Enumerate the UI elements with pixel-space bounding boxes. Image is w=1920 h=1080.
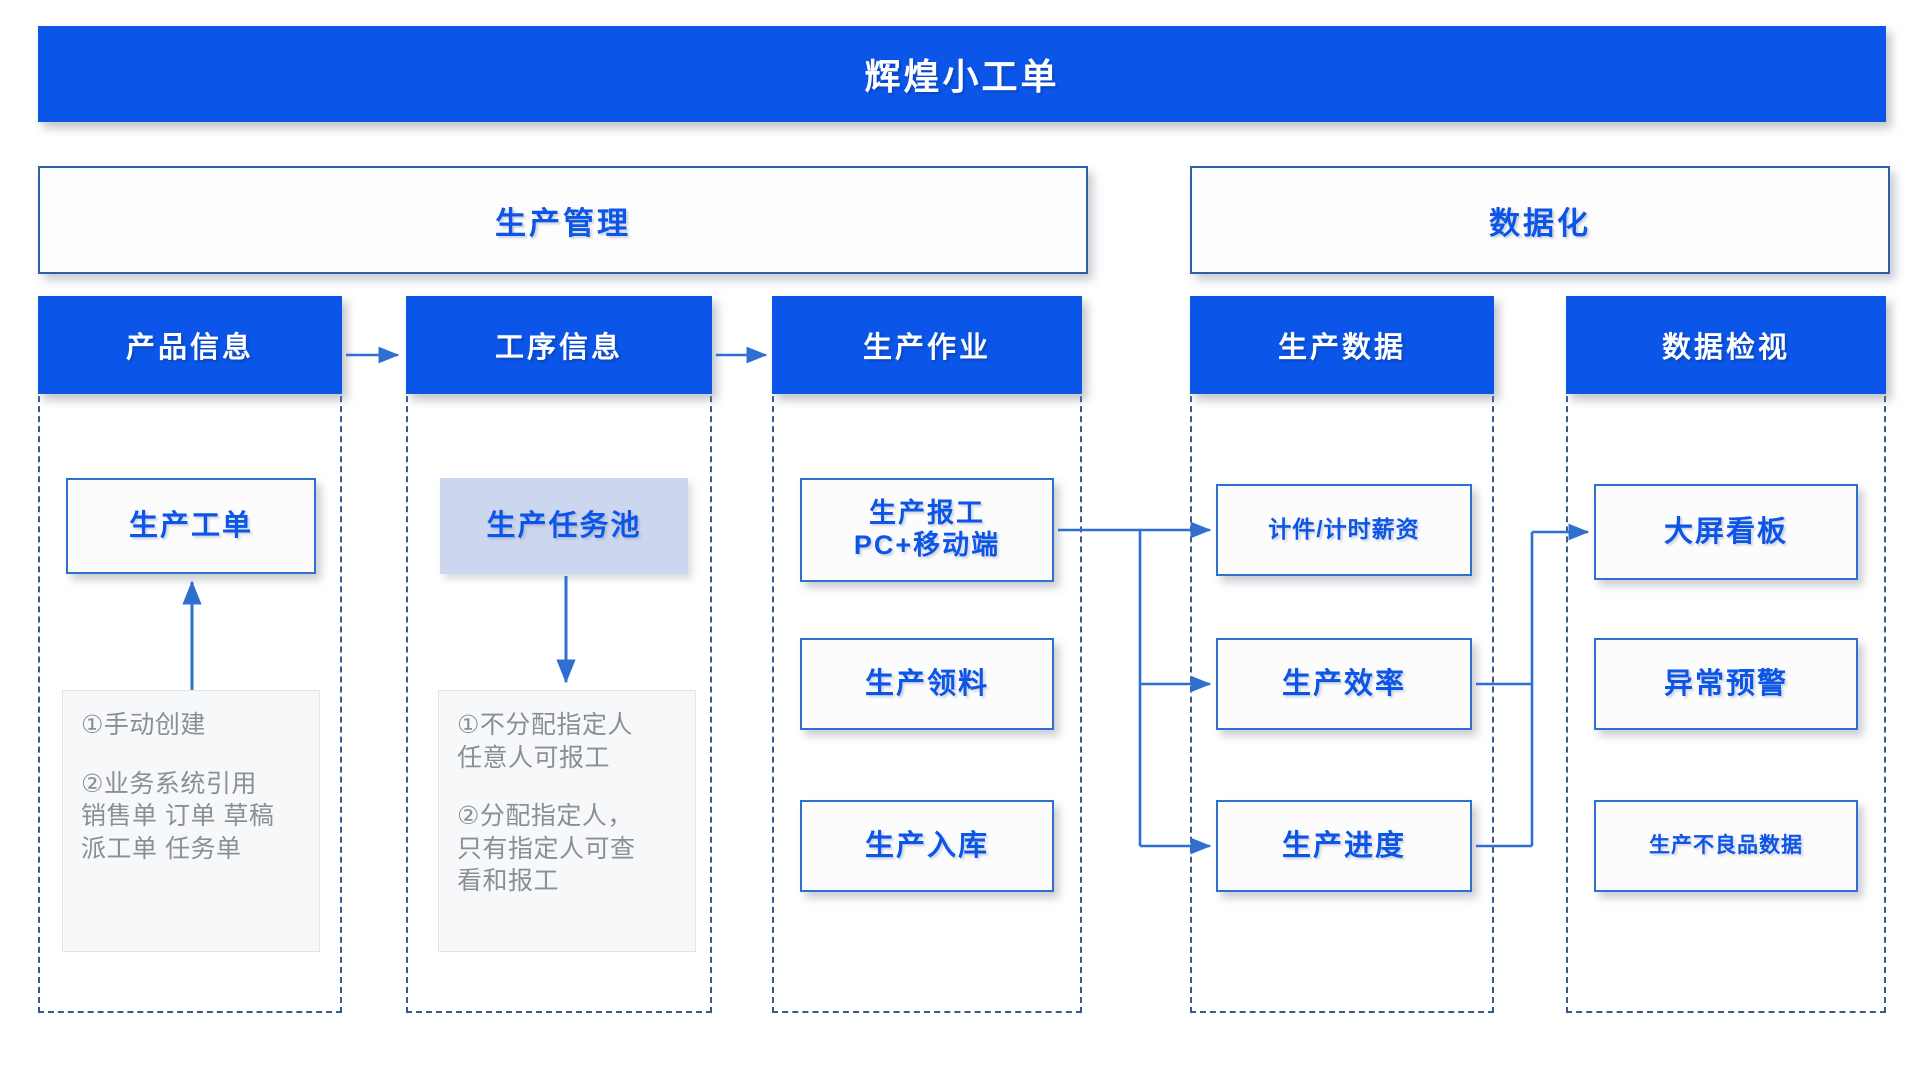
column-header-production-data-label: 生产数据: [1277, 332, 1406, 364]
note-product-info-line-2: ②业务系统引用: [81, 769, 257, 798]
column-data-review: [1566, 296, 1886, 1013]
node-defect-data-label: 生产不良品数据: [1649, 833, 1803, 857]
node-stock-in-label: 生产入库: [864, 829, 989, 862]
group-header-production: 生产管理: [38, 166, 1088, 274]
node-progress[interactable]: 生产进度: [1216, 800, 1472, 892]
note-product-info-line-3: 销售单 订单 草稿: [81, 802, 275, 830]
node-piece-time-salary-label: 计件/计时薪资: [1268, 516, 1420, 543]
node-task-pool-label: 生产任务池: [486, 509, 642, 542]
node-exception-alert-label: 异常预警: [1663, 667, 1788, 700]
note-process-info-line-3: ②分配指定人，: [457, 802, 633, 830]
column-header-process-info[interactable]: 工序信息: [406, 296, 712, 394]
note-process-info-line-1: ①不分配指定人: [457, 711, 633, 739]
node-task-pool[interactable]: 生产任务池: [440, 478, 688, 574]
node-big-screen[interactable]: 大屏看板: [1594, 484, 1858, 580]
group-header-production-label: 生产管理: [495, 205, 631, 241]
node-defect-data[interactable]: 生产不良品数据: [1594, 800, 1858, 892]
note-product-info: ①手动创建 ②业务系统引用 销售单 订单 草稿 派工单 任务单: [62, 690, 320, 952]
node-efficiency[interactable]: 生产效率: [1216, 638, 1472, 730]
column-header-production-data[interactable]: 生产数据: [1190, 296, 1494, 394]
note-product-info-line-1: ①手动创建: [81, 711, 206, 739]
node-efficiency-label: 生产效率: [1281, 667, 1406, 700]
column-header-product-info[interactable]: 产品信息: [38, 296, 342, 394]
note-process-info-line-5: 看和报工: [457, 867, 560, 895]
node-report-work-label-2: PC+移动端: [853, 530, 1001, 560]
node-report-work-label: 生产报工: [869, 498, 985, 529]
column-header-production-job[interactable]: 生产作业: [772, 296, 1082, 394]
node-piece-time-salary[interactable]: 计件/计时薪资: [1216, 484, 1472, 576]
note-process-info-line-4: 只有指定人可查: [457, 834, 636, 863]
column-header-data-review-label: 数据检视: [1661, 332, 1790, 364]
column-product-info: [38, 296, 342, 1013]
node-material-pick-label: 生产领料: [864, 667, 989, 700]
column-header-process-info-label: 工序信息: [494, 332, 623, 364]
node-work-order-label: 生产工单: [128, 509, 253, 542]
page-title-bar: 辉煌小工单: [38, 26, 1886, 122]
column-header-production-job-label: 生产作业: [862, 332, 991, 364]
column-process-info: [406, 296, 712, 1013]
node-work-order[interactable]: 生产工单: [66, 478, 316, 574]
node-report-work[interactable]: 生产报工 PC+移动端: [800, 478, 1054, 582]
node-stock-in[interactable]: 生产入库: [800, 800, 1054, 892]
note-product-info-line-4: 派工单 任务单: [81, 834, 242, 863]
note-process-info-line-2: 任意人可报工: [457, 743, 611, 772]
page-title: 辉煌小工单: [864, 56, 1060, 97]
group-header-data-label: 数据化: [1489, 205, 1591, 241]
group-header-data: 数据化: [1190, 166, 1890, 274]
column-header-product-info-label: 产品信息: [125, 332, 254, 364]
column-header-data-review[interactable]: 数据检视: [1566, 296, 1886, 394]
node-progress-label: 生产进度: [1281, 829, 1406, 862]
node-big-screen-label: 大屏看板: [1663, 515, 1788, 548]
node-material-pick[interactable]: 生产领料: [800, 638, 1054, 730]
node-exception-alert[interactable]: 异常预警: [1594, 638, 1858, 730]
note-process-info: ①不分配指定人 任意人可报工 ②分配指定人， 只有指定人可查 看和报工: [438, 690, 696, 952]
